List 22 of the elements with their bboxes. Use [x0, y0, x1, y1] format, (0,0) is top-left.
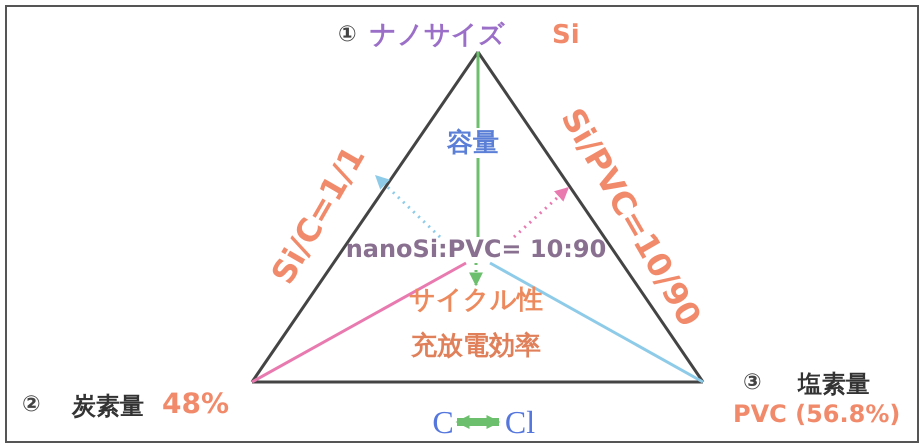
percentage-label: 48%: [162, 390, 230, 418]
vertex-label: ナノサイズ: [370, 22, 505, 48]
circled-number: ②: [22, 394, 41, 416]
arrow: [456, 415, 500, 429]
connector-line: [252, 380, 703, 384]
dotted-arrow: [513, 186, 570, 238]
circled-number: ③: [743, 372, 762, 394]
vertex-label: 塩素量: [798, 372, 870, 396]
connector-line: [250, 51, 480, 383]
circled-number: ①: [338, 24, 357, 46]
dotted-arrow: [374, 174, 442, 238]
property-label: サイクル性: [408, 287, 544, 313]
connector-line: [251, 262, 467, 384]
vertex-label: 炭素量: [72, 394, 144, 418]
connector-line: [489, 262, 704, 384]
element-symbol: Cl: [504, 406, 536, 438]
composition-label: PVC (56.8%): [733, 402, 900, 426]
dotted-arrow: [469, 263, 483, 286]
connector-line: [476, 51, 704, 383]
property-label: 充放電効率: [410, 333, 542, 359]
element-symbol: C: [431, 406, 455, 438]
vertex-label: Si: [552, 22, 580, 48]
